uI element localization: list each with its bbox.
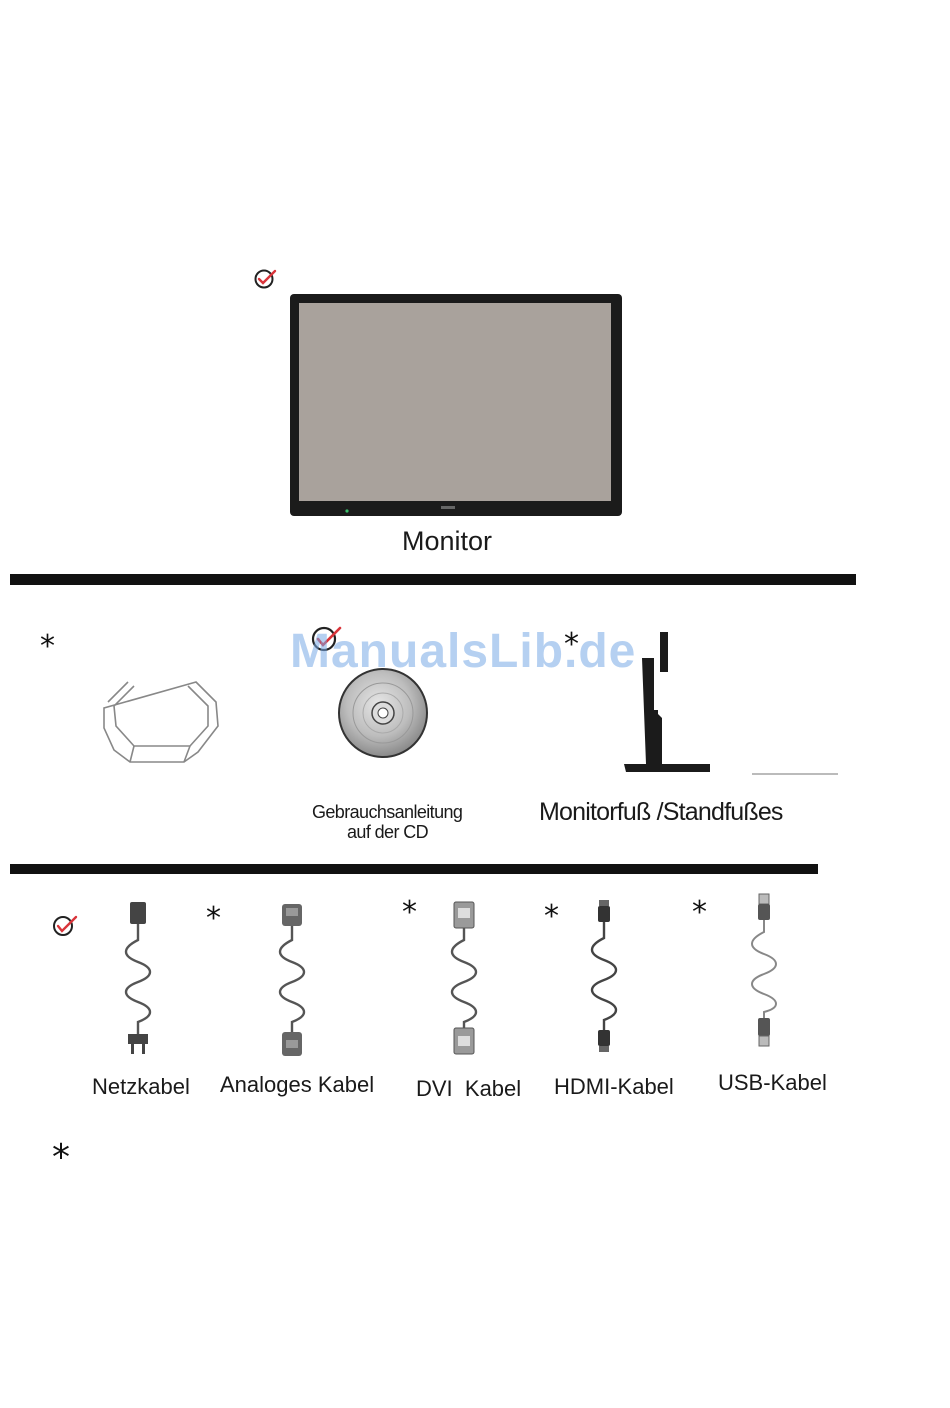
dvi-connector-icon (444, 900, 484, 1060)
monitor-illustration (289, 293, 623, 517)
monitor-label: Monitor (402, 526, 492, 557)
cd-label-line2: auf der CD (347, 822, 428, 843)
cable-label-usb: USB-Kabel (718, 1070, 827, 1096)
asterisk-usb: * (692, 898, 707, 928)
asterisk-dvi: * (402, 898, 417, 928)
cd-label-line1: Gebrauchsanleitung (312, 802, 462, 823)
asterisk-hdmi: * (544, 902, 559, 932)
stand-underline (752, 773, 838, 775)
asterisk-footnote: * (52, 1140, 70, 1176)
hdmi-connector-icon (584, 898, 624, 1058)
cable-label-analog: Analoges Kabel (220, 1072, 374, 1098)
cable-label-dvi: DVI Kabel (416, 1076, 521, 1102)
divider-top (10, 574, 856, 585)
usb-connector-icon (744, 892, 784, 1052)
vga-connector-icon (272, 900, 312, 1060)
cd-icon (336, 666, 430, 760)
check-circle-icon (52, 914, 80, 938)
check-circle-icon (254, 268, 278, 290)
divider-middle (10, 864, 818, 874)
asterisk-base: * (40, 632, 55, 662)
manualslib-watermark: ManualsLib.de (290, 624, 636, 679)
monitor-base-icon (100, 676, 224, 766)
stand-label: Monitorfuß /Standfußes (539, 798, 783, 827)
power-plug-icon (118, 900, 158, 1060)
cable-label-hdmi: HDMI-Kabel (554, 1074, 674, 1100)
cable-label-netz: Netzkabel (92, 1074, 190, 1100)
asterisk-vga: * (206, 904, 221, 934)
